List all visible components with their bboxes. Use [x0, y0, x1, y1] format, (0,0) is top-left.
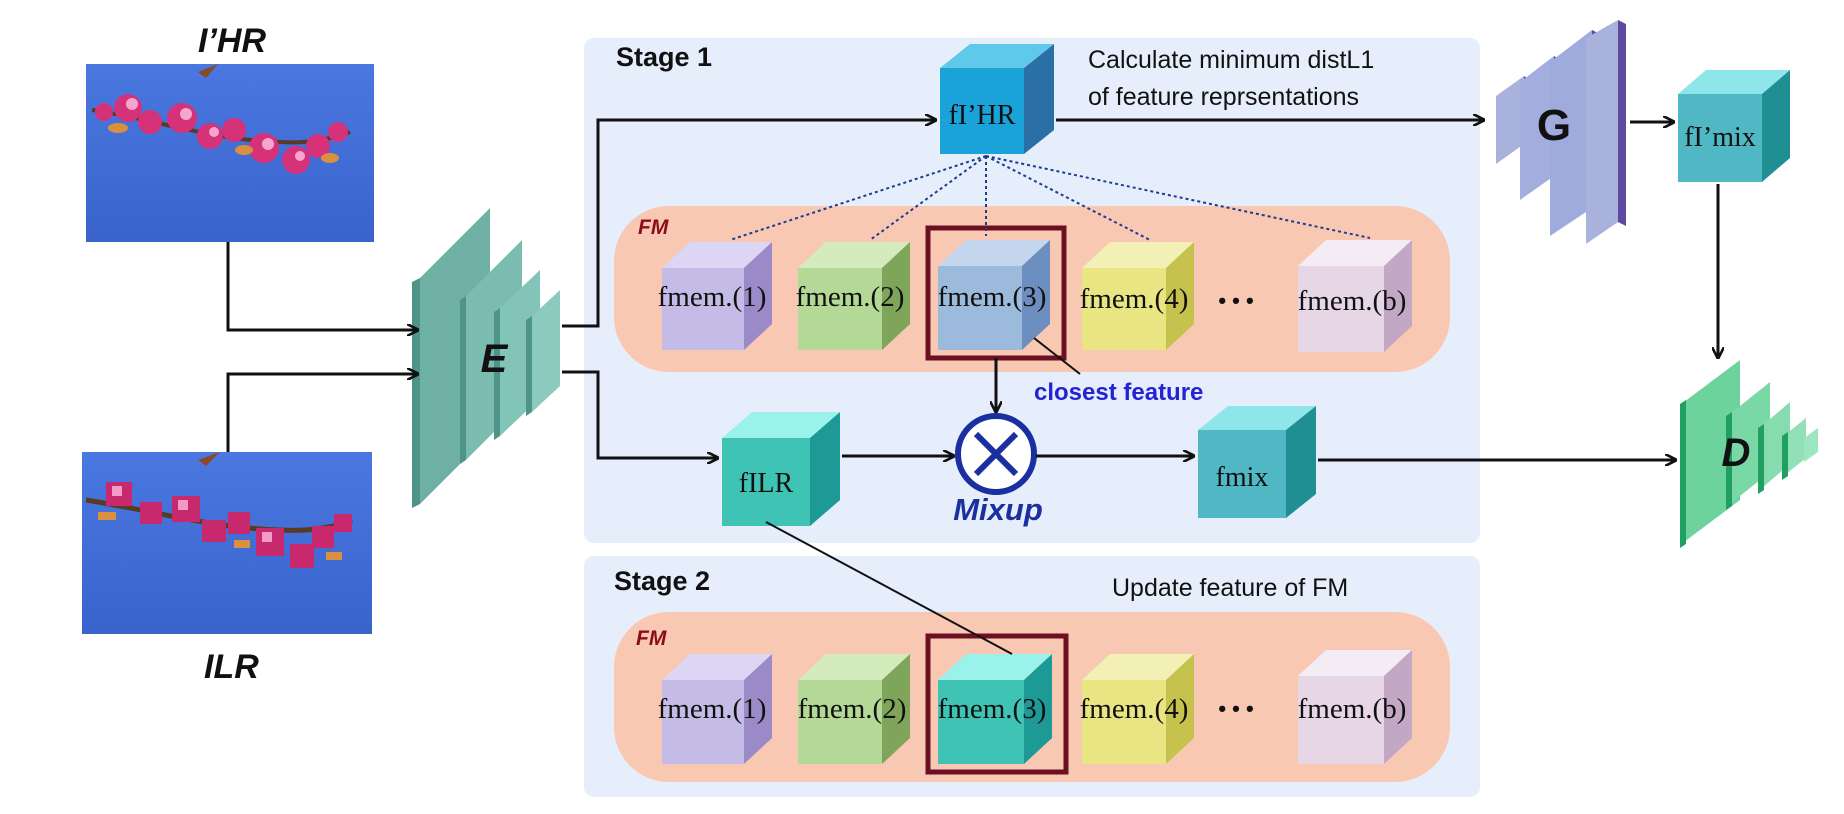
hr-image — [86, 64, 374, 242]
stage2-mem-cube-1 — [662, 654, 772, 764]
cube-f-hr-mix — [1678, 70, 1790, 182]
update-line — [765, 521, 1013, 655]
generator-label: G — [1537, 101, 1571, 150]
stage2-mem-cube-2 — [798, 654, 910, 764]
stage2-ellipsis: • • • — [1218, 696, 1253, 721]
generator-block — [1496, 20, 1626, 244]
stage1-mem-label-4: fmem.(4) — [1080, 283, 1189, 315]
stage2-mem-label-3: fmem.(3) — [938, 693, 1047, 725]
stage1-title: Stage 1 — [616, 42, 712, 72]
cube-f-mix — [1198, 406, 1316, 518]
cube-f-lr — [722, 412, 840, 526]
f-lr-label: fILR — [739, 468, 794, 499]
stage1-mem-cube-b — [1298, 240, 1412, 352]
stage2-mem-label-2: fmem.(2) — [798, 693, 907, 725]
cube-f-hr — [940, 44, 1054, 154]
lr-image-label: ILR — [204, 648, 259, 686]
stage1-mem-label-b: fmem.(b) — [1298, 285, 1407, 317]
stage2-mem-label-b: fmem.(b) — [1298, 693, 1407, 725]
stage1-note-line2: of feature reprsentations — [1088, 83, 1359, 111]
stage2-title: Stage 2 — [614, 566, 710, 596]
stage2-mem-cube-4 — [1082, 654, 1194, 764]
discriminator-label: D — [1722, 431, 1751, 475]
encoder-block — [412, 208, 560, 508]
lr-image — [82, 452, 372, 634]
stage1-mem-label-1: fmem.(1) — [658, 281, 767, 313]
similarity-lines — [729, 155, 1371, 241]
stage1-mem-cube-2 — [798, 242, 910, 350]
stage1-mem-label-3: fmem.(3) — [938, 281, 1047, 313]
stage2-mem-label-4: fmem.(4) — [1080, 693, 1189, 725]
discriminator-block — [1680, 360, 1818, 548]
fm-label-stage2: FM — [636, 627, 667, 650]
encoder-label: E — [481, 337, 509, 381]
stage1-mem-label-2: fmem.(2) — [796, 281, 905, 313]
f-hr-mix-label: fI’mix — [1684, 122, 1756, 153]
stage2-note: Update feature of FM — [1112, 574, 1348, 602]
f-hr-label: fI’HR — [949, 100, 1016, 131]
stage2-mem-label-1: fmem.(1) — [658, 693, 767, 725]
hr-image-label: I’HR — [198, 22, 266, 60]
closest-pointer-line — [1033, 337, 1081, 375]
stage1-note-line1: Calculate minimum distL1 — [1088, 46, 1374, 74]
stage2-mem-cube-b — [1298, 650, 1412, 764]
connectors — [226, 120, 1718, 460]
stage1-mem-cube-4 — [1082, 242, 1194, 350]
closest-feature-label: closest feature — [1034, 379, 1203, 406]
f-mix-label: fmix — [1216, 462, 1269, 493]
stage1-mem-cube-3 — [938, 240, 1050, 350]
mixup-label: Mixup — [953, 492, 1043, 527]
mixup-operator — [955, 413, 1037, 495]
stage1-mem-cube-1 — [662, 242, 772, 350]
stage2-mem-cube-3 — [938, 654, 1052, 764]
stage1-ellipsis: • • • — [1218, 288, 1253, 313]
fm-label-stage1: FM — [638, 216, 669, 239]
stage2-highlight-box — [925, 633, 1069, 775]
